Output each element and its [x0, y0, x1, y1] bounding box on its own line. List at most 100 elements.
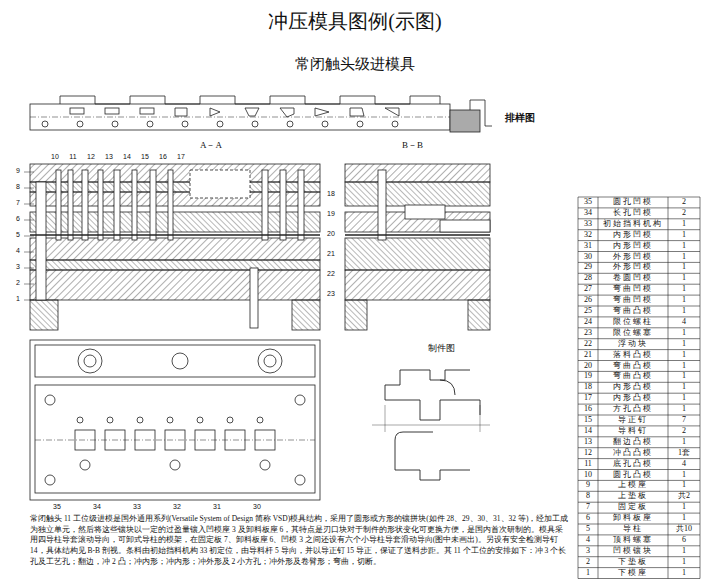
drawing-line [168, 170, 173, 240]
drawing-line [345, 300, 367, 330]
table-cell: 凹模镶块 [598, 546, 668, 557]
table-cell: 卸料板座 [598, 513, 668, 524]
drawing-line [135, 430, 155, 450]
table-cell: 弯曲凸模 [598, 371, 668, 382]
section-label: B－B [402, 141, 442, 151]
side-section [345, 164, 490, 330]
drawing-line [78, 349, 102, 373]
table-cell: 翻边凸模 [598, 437, 668, 448]
drawing-line [30, 192, 320, 206]
drawing-line [175, 108, 187, 116]
table-cell: 12 [578, 448, 598, 459]
drawing-line [105, 108, 119, 114]
callout-number: 22 [324, 270, 338, 278]
table-cell: 内形凸模 [598, 393, 668, 404]
drawing-line [450, 110, 480, 132]
callout-number: 8 [12, 183, 24, 191]
table-cell: 9 [578, 480, 598, 491]
drawing-line [137, 417, 143, 423]
table-cell: 2 [668, 426, 700, 437]
drawing-line [24, 220, 34, 221]
drawing-line [24, 236, 34, 237]
table-cell: 15 [578, 415, 598, 426]
main-section [30, 164, 320, 330]
drawing-line [395, 432, 433, 440]
callout-number: 17 [174, 153, 188, 161]
table-cell: 1 [668, 470, 700, 481]
drawing-line [210, 108, 220, 116]
table-cell: 23 [578, 328, 598, 339]
table-cell: 弯曲凹模 [598, 295, 668, 306]
drawing-line [350, 108, 364, 116]
table-cell: 1 [668, 371, 700, 382]
drawing-line [357, 121, 363, 127]
table-cell: 1 [668, 513, 700, 524]
drawing-line [480, 405, 481, 432]
table-cell: 21 [578, 350, 598, 361]
table-cell: 14 [578, 426, 598, 437]
drawing-line [30, 182, 320, 192]
table-cell: 1 [668, 404, 700, 415]
table-cell: 28 [578, 273, 598, 284]
drawing-line [60, 96, 440, 104]
table-cell: 7 [578, 502, 598, 513]
table-cell: 1 [668, 339, 700, 350]
callout-number: 31 [210, 503, 224, 511]
drawing-line [257, 417, 263, 423]
callout-number: 32 [170, 503, 184, 511]
page-title: 冲压模具图例(示图) [155, 10, 555, 32]
view-label: 排样图 [505, 112, 555, 123]
table-cell: 圆孔凹模 [598, 197, 668, 208]
table-cell: 1 [668, 393, 700, 404]
table-cell: 冲凸凸模 [598, 448, 668, 459]
drawing-line [114, 170, 120, 240]
drawing-line [30, 300, 58, 330]
callout-number: 3 [12, 263, 24, 271]
drawing-line [24, 172, 34, 173]
drawing-line [227, 417, 233, 423]
drawing-line [295, 395, 305, 405]
drawing-line [140, 108, 154, 114]
table-cell: 20 [578, 361, 598, 372]
drawing-line [30, 117, 450, 118]
drawing-line [30, 104, 450, 130]
table-cell: 1 [668, 219, 700, 230]
drawing-line [385, 400, 480, 420]
drawing-line [385, 370, 470, 400]
drawing-line [56, 170, 61, 240]
table-cell: 8 [578, 491, 598, 502]
table-cell: 顶料螺塞 [598, 535, 668, 546]
table-cell: 限位螺柱 [598, 317, 668, 328]
callout-number: 6 [12, 215, 24, 223]
table-cell: 24 [578, 317, 598, 328]
drawing-line [197, 417, 203, 423]
table-cell: 35 [578, 197, 598, 208]
table-cell: 1 [668, 328, 700, 339]
parts-table [578, 197, 700, 579]
table-cell: 方孔凸模 [598, 404, 668, 415]
drawing-line [440, 220, 490, 232]
table-cell: 25 [578, 306, 598, 317]
table-cell: 6 [668, 535, 700, 546]
table-cell: 1 [668, 480, 700, 491]
table-cell: 22 [578, 339, 598, 350]
drawing-line [255, 430, 275, 450]
callout-number: 4 [12, 247, 24, 255]
strip-layout [30, 96, 492, 132]
table-cell: 落料凸模 [598, 350, 668, 361]
table-cell: 1 [668, 252, 700, 263]
drawing-line [105, 430, 125, 450]
callout-number: 14 [120, 153, 134, 161]
part-drawing [372, 370, 490, 480]
drawing-line [668, 197, 669, 579]
drawing-line [132, 170, 137, 240]
drawing-line [225, 430, 245, 450]
drawing-line [98, 170, 103, 240]
table-cell: 初始挡料机构 [598, 219, 668, 230]
table-cell: 18 [578, 382, 598, 393]
drawing-line [468, 300, 490, 330]
subtitle: 常闭触头级进模具 [205, 56, 505, 73]
table-cell: 19 [578, 371, 598, 382]
table-cell: 4 [668, 317, 700, 328]
table-cell: 限位螺塞 [598, 328, 668, 339]
